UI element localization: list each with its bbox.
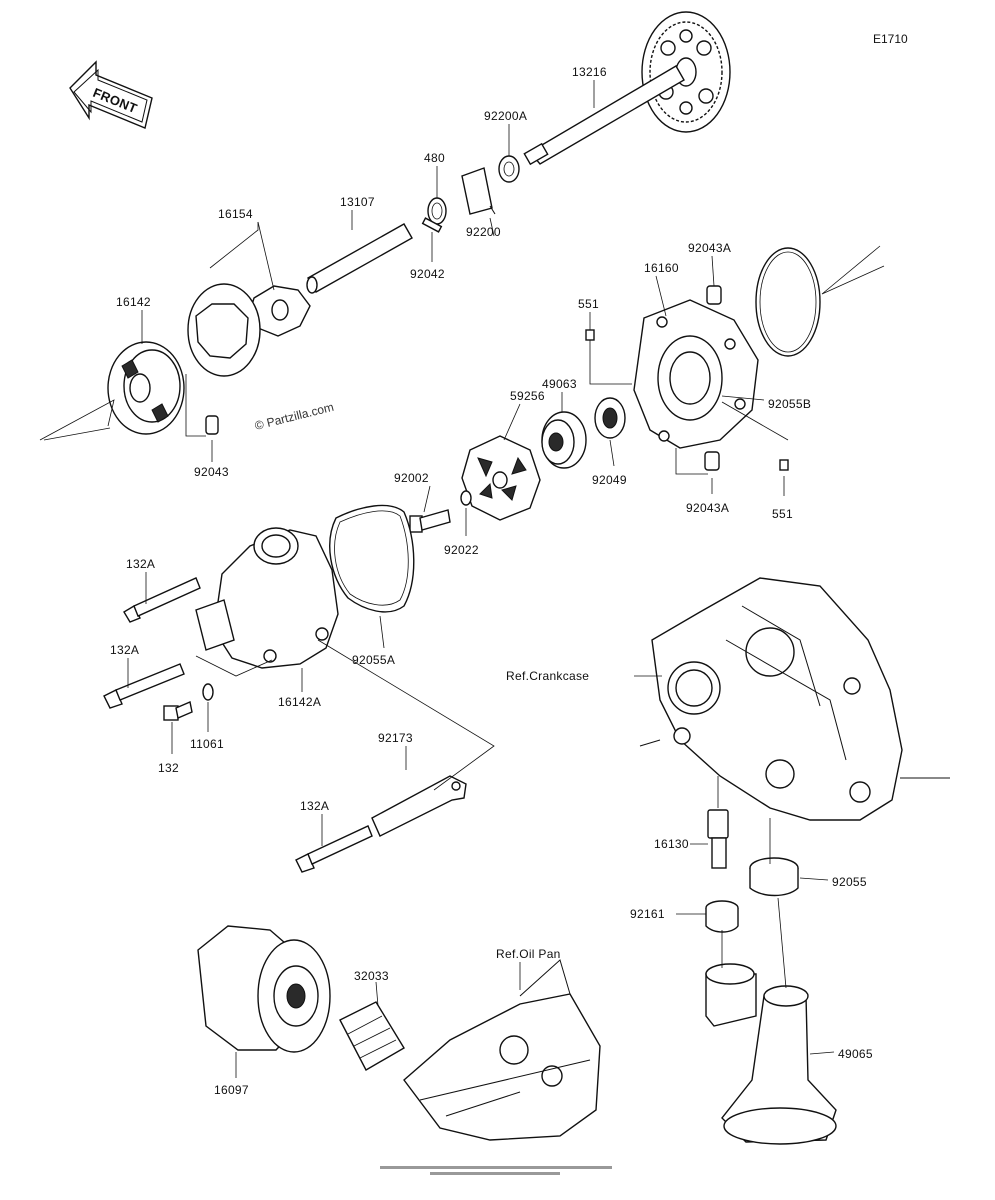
label-11061: 11061	[190, 737, 224, 751]
label-16130: 16130	[654, 837, 689, 851]
label-92200: 92200	[466, 225, 501, 239]
label-59256: 59256	[510, 389, 545, 403]
outer-rotor-16154-ring	[187, 283, 261, 377]
front-arrow-icon: FRONT	[69, 60, 153, 129]
diagram-code: E1710	[873, 32, 908, 46]
label-16142a: 16142A	[278, 695, 321, 709]
pump-cover-16160	[633, 299, 759, 449]
o-ring-92055b	[755, 247, 821, 357]
mechanical-seal-49063	[541, 411, 587, 469]
bolt-132	[163, 701, 193, 721]
oil-seal-92049	[594, 397, 626, 439]
label-92055b: 92055B	[768, 397, 811, 411]
oil-pan-ref	[403, 959, 601, 1141]
label-551-bottom: 551	[772, 507, 793, 521]
label-551-top: 551	[578, 297, 599, 311]
label-92055: 92055	[832, 875, 867, 889]
pipe-32033	[339, 1001, 405, 1071]
pin-551-top	[585, 329, 595, 341]
bolt-132a-3	[295, 825, 373, 873]
label-92173: 92173	[378, 731, 413, 745]
o-ring-92055a	[329, 504, 415, 613]
label-92043a-top: 92043A	[688, 241, 731, 255]
pump-body-16142	[107, 341, 185, 435]
label-132: 132	[158, 761, 179, 775]
label-480: 480	[424, 151, 445, 165]
label-49065: 49065	[838, 1047, 873, 1061]
plate-92200	[461, 167, 496, 215]
label-132a-2: 132A	[110, 643, 139, 657]
label-16097: 16097	[214, 1083, 249, 1097]
label-49063: 49063	[542, 377, 577, 391]
oil-filter-16097	[197, 925, 331, 1053]
label-92043: 92043	[194, 465, 229, 479]
oil-pump-shaft-gear	[523, 11, 731, 166]
label-92022: 92022	[444, 543, 479, 557]
label-16160: 16160	[644, 261, 679, 275]
dowel-92043a-top	[706, 285, 722, 305]
water-pump-housing-16142a	[195, 527, 339, 669]
label-32033: 32033	[354, 969, 389, 983]
label-16154: 16154	[218, 207, 253, 221]
impeller-59256	[461, 435, 541, 521]
crankcase-ref	[639, 577, 950, 821]
label-132a-1: 132A	[126, 557, 155, 571]
label-92043a-bottom: 92043A	[686, 501, 729, 515]
label-92055a: 92055A	[352, 653, 395, 667]
label-ref-crankcase: Ref.Crankcase	[506, 669, 589, 683]
label-13107: 13107	[340, 195, 375, 209]
bolt-92002	[409, 509, 451, 533]
washer-92022	[460, 490, 472, 506]
dowel-92043	[205, 415, 219, 435]
label-13216: 13216	[572, 65, 607, 79]
pin-92042	[421, 217, 443, 233]
label-132a-3: 132A	[300, 799, 329, 813]
shaft-13107	[306, 223, 413, 294]
o-ring-92055	[749, 857, 799, 897]
washer-11061	[202, 683, 214, 701]
fitting-16130	[707, 809, 729, 869]
part-labels: 13216 92200A 480 92200 13107 92042 16154…	[110, 65, 873, 1097]
label-92200a: 92200A	[484, 109, 527, 123]
collar-92161	[705, 900, 739, 933]
clamp-92173	[371, 775, 467, 837]
partzilla-watermark: © Partzilla.com	[253, 400, 335, 433]
label-92002: 92002	[394, 471, 429, 485]
pin-551-bottom	[779, 459, 789, 471]
label-92042: 92042	[410, 267, 445, 281]
label-92049: 92049	[592, 473, 627, 487]
bolt-132a-2	[103, 663, 185, 709]
leader-lines	[39, 80, 885, 1078]
washer-92200a	[498, 155, 520, 183]
label-16142: 16142	[116, 295, 151, 309]
dowel-92043a-bottom	[704, 451, 720, 471]
bolt-132a-1	[123, 577, 201, 623]
footer-fine-print	[380, 1166, 612, 1175]
circlip-480	[427, 197, 447, 225]
label-92161: 92161	[630, 907, 665, 921]
label-ref-oil-pan: Ref.Oil Pan	[496, 947, 561, 961]
oil-strainer-49065	[705, 963, 837, 1145]
